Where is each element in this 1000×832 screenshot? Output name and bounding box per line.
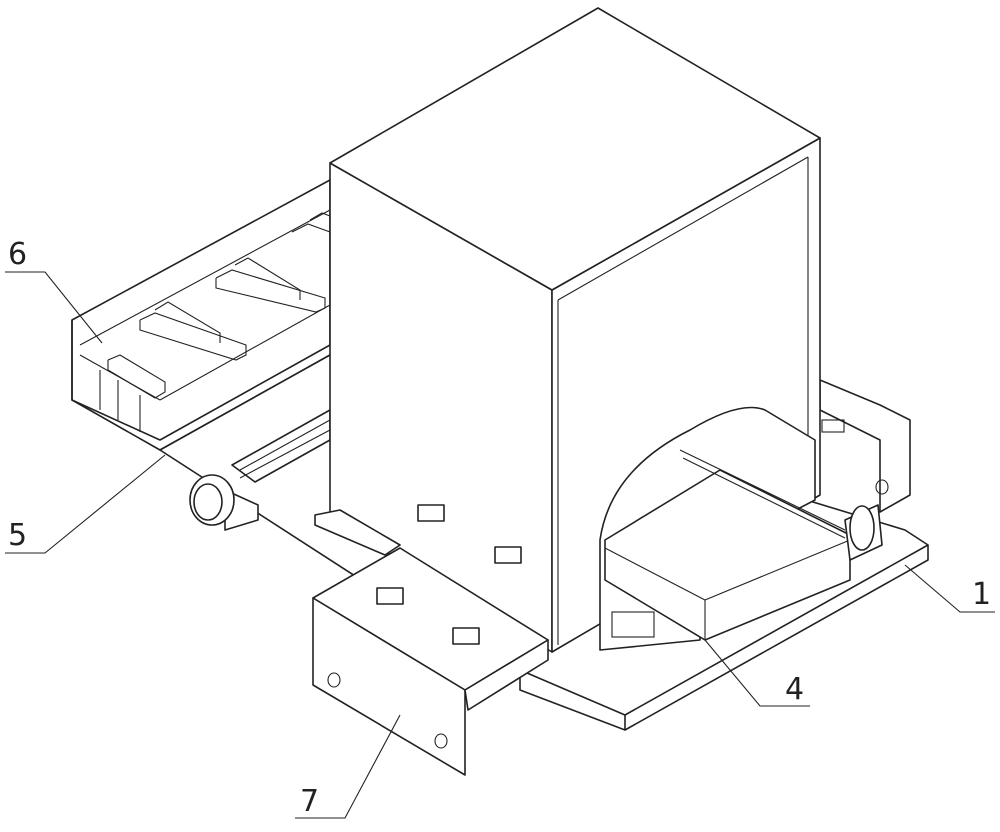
callout-5: 5 <box>8 521 27 551</box>
callout-7: 7 <box>300 787 319 817</box>
callout-4: 4 <box>785 675 804 705</box>
callout-6: 6 <box>8 240 27 270</box>
right-bracket <box>820 380 910 512</box>
callout-1: 1 <box>972 580 991 610</box>
